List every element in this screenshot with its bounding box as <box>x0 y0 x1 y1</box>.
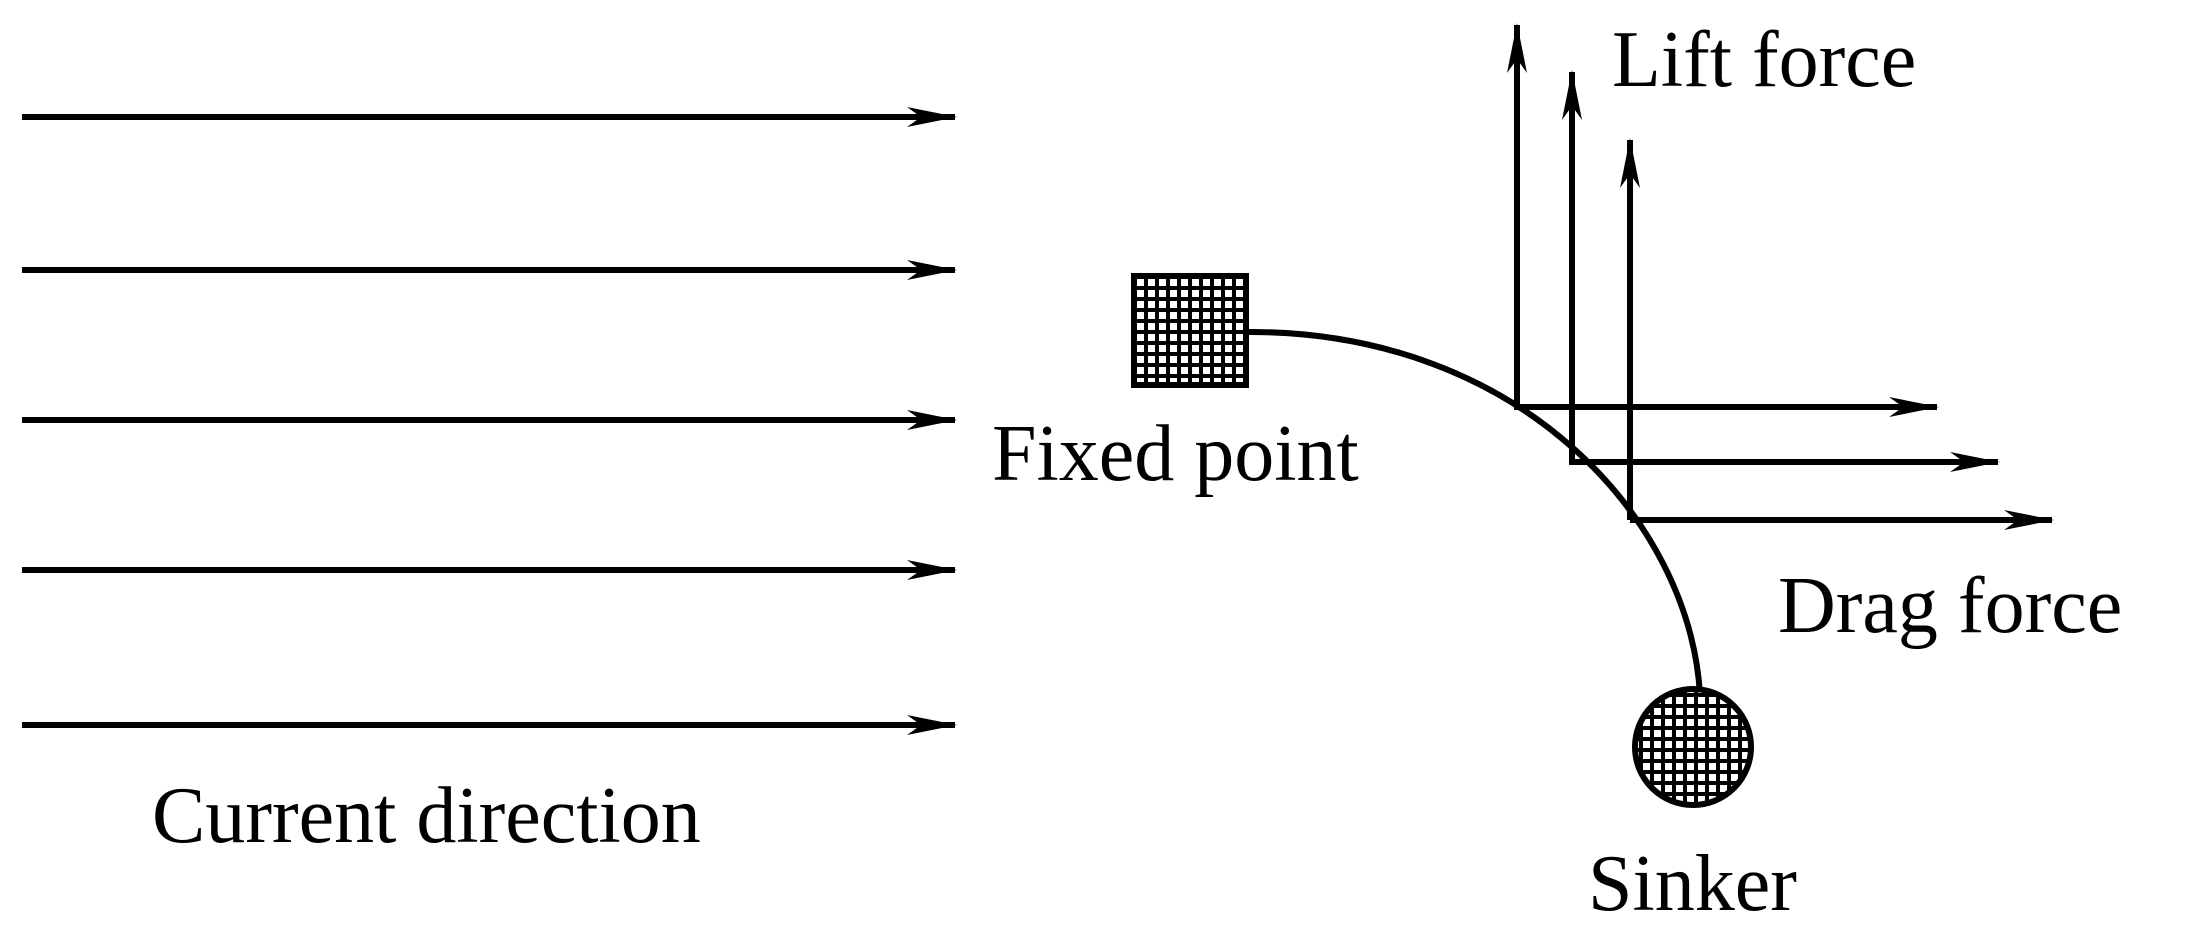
drag-arrows <box>1517 397 2054 530</box>
current-arrows <box>22 107 957 735</box>
drag-force-label: Drag force <box>1778 562 2122 650</box>
current-direction-label: Current direction <box>152 772 701 860</box>
lift-force-label: Lift force <box>1612 16 1916 104</box>
sinker-label: Sinker <box>1588 840 1797 928</box>
fixed-point-label: Fixed point <box>992 410 1359 498</box>
grid-circle-icon <box>1632 686 1754 808</box>
lift-arrows <box>1507 23 1640 520</box>
net-line <box>1245 328 1703 696</box>
grid-square-icon <box>1131 273 1249 388</box>
